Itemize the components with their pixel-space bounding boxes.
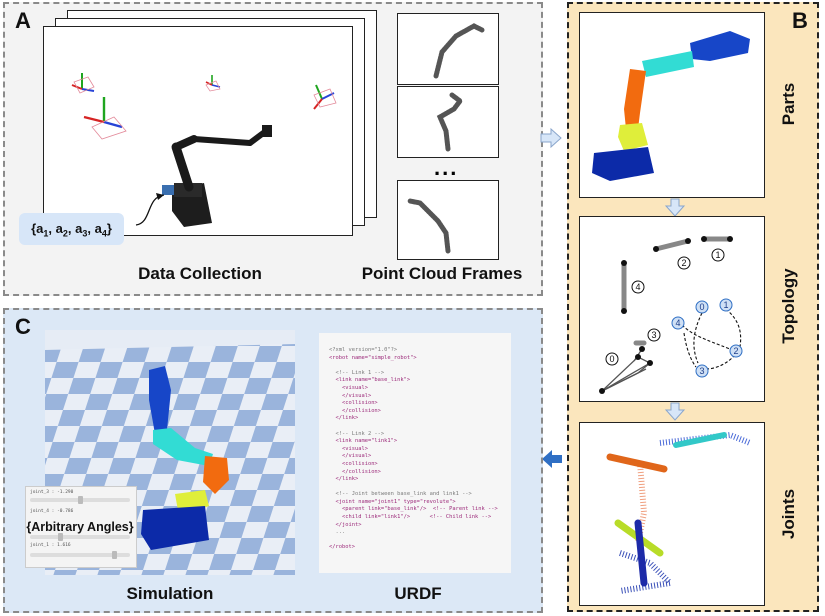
topology-graph-illustration: 1 2 3 4 0 0 1 4 2 3: [599, 236, 743, 394]
topology-frame: 1 2 3 4 0 0 1 4 2 3: [579, 216, 765, 402]
urdf-code-line: [329, 537, 511, 545]
urdf-code-line: </visual>: [329, 453, 372, 460]
action-vector-label: {a1, a2, a3, a4}: [19, 213, 124, 245]
topology-node-3: 3: [699, 366, 704, 376]
parts-frame: [579, 12, 765, 198]
panel-letter-b: B: [792, 8, 808, 33]
caption-simulation: Simulation: [126, 584, 214, 603]
topology-node-4: 4: [675, 318, 680, 328]
urdf-code-line: <link name="base_link">: [329, 377, 411, 384]
svg-text:0: 0: [609, 354, 614, 364]
point-cloud-frame-2: [397, 86, 499, 158]
arrow-topology-to-joints-icon: [664, 402, 686, 421]
urdf-code-line: ...: [329, 529, 346, 536]
urdf-code-line: <collision>: [329, 400, 378, 407]
svg-text:4: 4: [635, 282, 640, 292]
panel-letter-c: C: [15, 314, 31, 339]
segmented-parts-illustration: [592, 31, 750, 181]
slider-thumb-1[interactable]: [78, 496, 83, 504]
urdf-code-line: </robot>: [329, 544, 355, 551]
urdf-code-line: <!-- Link 1 -->: [329, 369, 385, 376]
urdf-code-line: <?xml version="1.0"?>: [329, 347, 398, 353]
slider-thumb-2[interactable]: [58, 533, 63, 541]
urdf-code-line: [329, 362, 511, 370]
frame-front: [43, 26, 353, 236]
action-arrow: [135, 194, 165, 226]
point-cloud-arm-icon: [436, 92, 464, 152]
urdf-code-line: </link>: [329, 415, 359, 422]
urdf-code-line: </visual>: [329, 392, 372, 399]
joint-axes-illustration: [606, 431, 752, 594]
camera-pose-2-icon: [83, 97, 127, 140]
urdf-code-line: [329, 484, 511, 492]
arrow-a-to-b-icon: [540, 127, 562, 149]
caption-point-cloud-frames: Point Cloud Frames: [361, 264, 523, 283]
slider-label-1: joint_3 : -1.290: [30, 490, 74, 495]
robot-scene-illustration: [71, 73, 337, 227]
joint-slider-panel: joint_3 : -1.290 joint_4 : -0.786 joint_…: [25, 486, 137, 568]
point-cloud-frame-3: [397, 180, 499, 260]
topology-node-1: 1: [723, 300, 728, 310]
caption-data-collection: Data Collection: [138, 264, 262, 283]
robot-arm-icon: [162, 125, 272, 227]
topology-node-2: 2: [733, 346, 738, 356]
camera-pose-1-icon: [71, 73, 95, 94]
svg-text:2: 2: [681, 258, 686, 268]
camera-pose-3-icon: [205, 75, 221, 92]
arbitrary-angles-label: {Arbitrary Angles}: [26, 520, 134, 534]
urdf-code-line: <robot name="simple_robot">: [329, 354, 417, 361]
slider-track-2[interactable]: [30, 533, 130, 541]
urdf-code-line: <visual>: [329, 384, 368, 391]
urdf-code-line: </link>: [329, 476, 359, 483]
urdf-code-line: </collision>: [329, 407, 381, 414]
camera-pose-4-icon: [313, 84, 337, 110]
point-cloud-frame-1: [397, 13, 499, 85]
urdf-code-block: <?xml version="1.0"?><robot name="simple…: [319, 333, 511, 573]
slider-label-3: joint_1 : 1.616: [30, 543, 71, 548]
label-joints: Joints: [779, 488, 798, 540]
urdf-code-line: <!-- Joint between base_link and link1 -…: [329, 491, 472, 498]
slider-track-3[interactable]: [30, 551, 130, 559]
caption-urdf: URDF: [394, 584, 442, 603]
svg-text:1: 1: [715, 250, 720, 260]
urdf-code-line: [329, 423, 511, 431]
arrow-parts-to-topology-icon: [664, 198, 686, 217]
urdf-code-line: <link name="link1">: [329, 438, 398, 445]
urdf-code-line: <!-- Link 2 -->: [329, 430, 385, 437]
panel-b: B Parts: [567, 2, 819, 612]
joints-frame: [579, 422, 765, 606]
urdf-code-line: <joint name="joint1" type="revolute">: [329, 498, 456, 505]
point-cloud-arm-icon: [433, 23, 485, 79]
panel-letter-a: A: [15, 8, 31, 33]
label-parts: Parts: [779, 82, 798, 126]
urdf-code-line: <parent link="base_link"/> <!-- Parent l…: [329, 506, 498, 513]
urdf-code-line: </joint>: [329, 521, 362, 528]
urdf-code-line: <collision>: [329, 460, 378, 467]
svg-text:3: 3: [651, 330, 656, 340]
ellipsis: ...: [434, 155, 459, 180]
slider-thumb-3[interactable]: [112, 551, 117, 559]
panel-a: A: [3, 2, 543, 296]
label-topology: Topology: [779, 268, 798, 344]
urdf-code-line: <child link="link1"/> <!-- Child link --…: [329, 514, 492, 521]
point-cloud-arm-icon: [407, 198, 451, 254]
topology-node-0: 0: [699, 302, 704, 312]
arrow-b-to-c-icon: [542, 450, 562, 468]
urdf-code-line: <visual>: [329, 445, 368, 452]
slider-track-1[interactable]: [30, 496, 130, 504]
slider-label-2: joint_4 : -0.786: [30, 509, 74, 514]
urdf-code-line: </collision>: [329, 468, 381, 475]
